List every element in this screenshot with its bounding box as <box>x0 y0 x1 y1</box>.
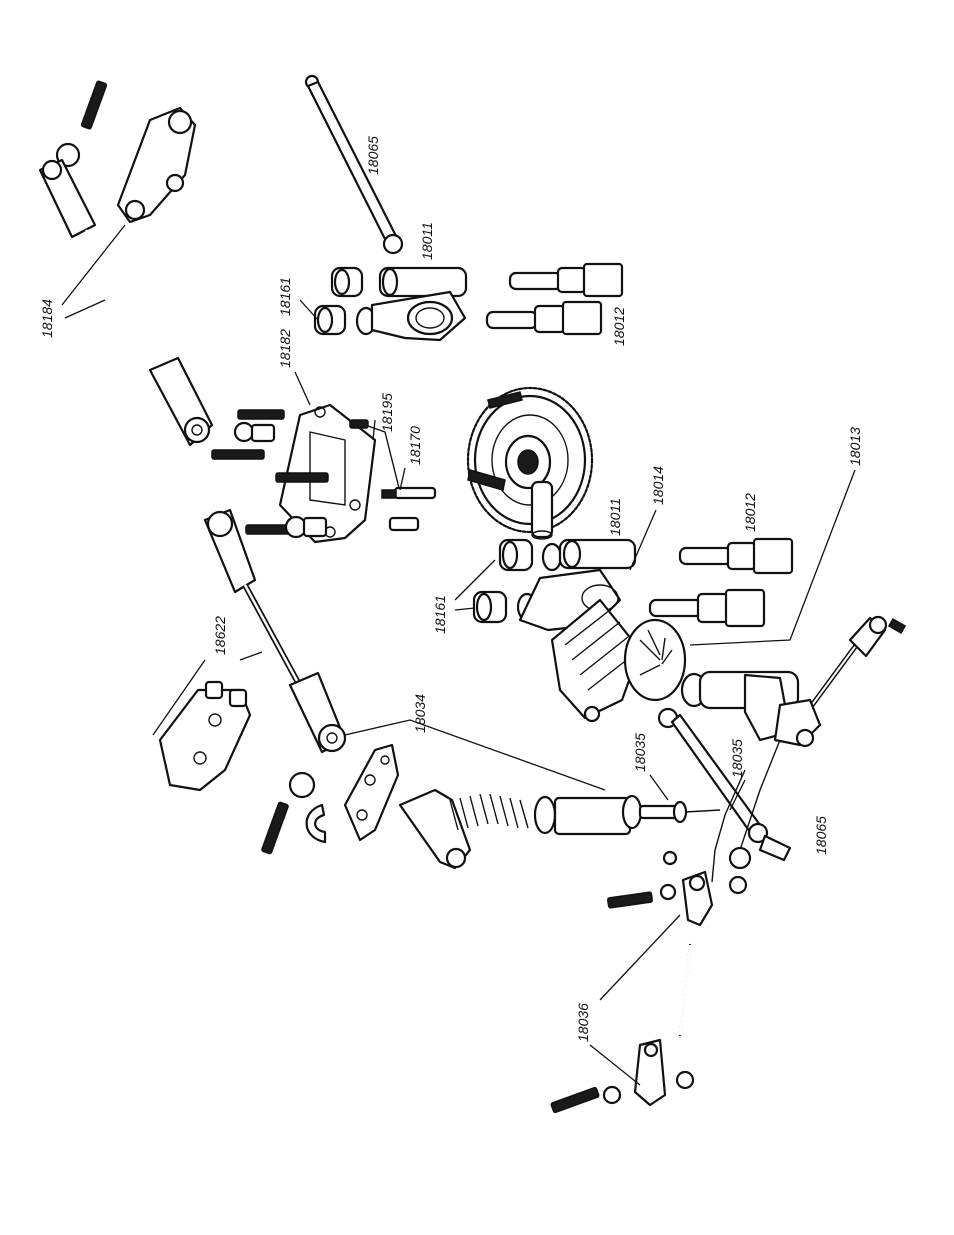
label-18182: 18182 <box>277 329 293 368</box>
label-18034: 18034 <box>412 694 428 733</box>
label-18065-bot: 18065 <box>813 816 829 855</box>
servo-saver <box>116 106 197 224</box>
label-18161-top: 18161 <box>277 277 293 316</box>
top-screw <box>80 80 108 130</box>
label-18161-mid: 18161 <box>432 595 448 634</box>
label-18011-mid: 18011 <box>607 498 623 536</box>
spur-gear <box>466 386 594 540</box>
bearings-mid <box>472 538 563 624</box>
label-18036: 18036 <box>575 1003 591 1042</box>
label-18622: 18622 <box>212 616 228 655</box>
label-18184: 18184 <box>39 299 55 338</box>
label-18065-top: 18065 <box>365 136 381 175</box>
label-18012-mid: 18012 <box>742 493 758 532</box>
label-18035-a: 18035 <box>632 733 648 772</box>
posts-top <box>485 262 624 336</box>
driveshaft-top <box>304 74 404 255</box>
callout-labels: 18184 18065 18011 18161 18012 18182 1819… <box>39 136 863 1042</box>
lower-links <box>550 870 714 1114</box>
turnbuckle-18184 <box>38 158 214 447</box>
steering-block <box>158 680 252 792</box>
shock-bellcrank <box>343 743 400 842</box>
bellcrank-right <box>680 615 907 748</box>
leader-lines <box>61 224 856 1086</box>
label-18035-b: 18035 <box>729 739 745 778</box>
label-18014: 18014 <box>650 466 666 505</box>
bearing-carrier-top <box>370 266 468 342</box>
label-18011-top: 18011 <box>419 222 435 260</box>
label-18012-top: 18012 <box>611 307 627 346</box>
bearing-carrier-mid <box>518 538 637 632</box>
posts-mid <box>648 537 794 628</box>
label-18195: 18195 <box>379 393 395 432</box>
label-18013: 18013 <box>847 427 863 466</box>
plate-screws <box>211 409 329 539</box>
driveshaft-bottom <box>657 707 792 862</box>
turnbuckle-mid <box>203 508 347 754</box>
throttle-linkage <box>349 419 437 532</box>
bearings-top <box>313 266 377 336</box>
label-18170: 18170 <box>407 426 423 465</box>
ball-and-clip <box>261 771 327 855</box>
shock-absorber <box>398 788 721 870</box>
steering-arm-right <box>662 739 781 895</box>
heatsink-clutch <box>550 598 687 723</box>
